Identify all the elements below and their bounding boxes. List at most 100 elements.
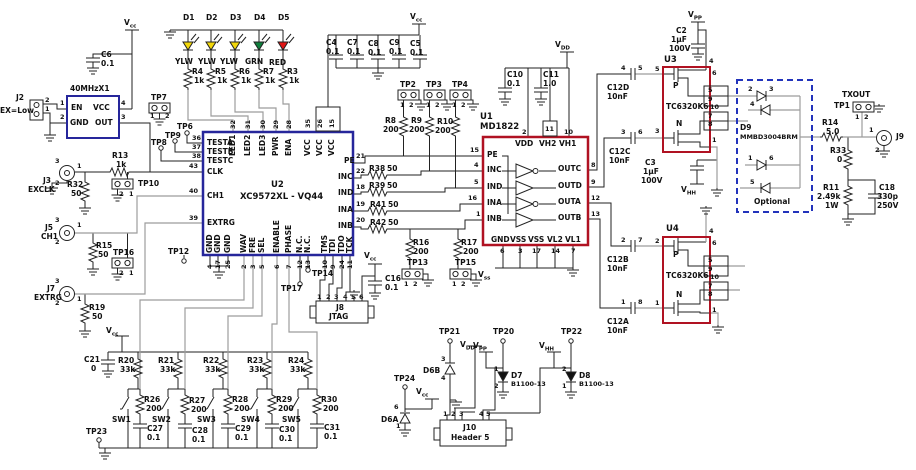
j7-ref: J7 (47, 284, 56, 293)
u4-pin: 1 (655, 299, 660, 307)
r33-ref: R33 (830, 146, 847, 155)
u2-pin-name: VCC (315, 139, 324, 156)
u1-pin-num: 8 (591, 161, 596, 169)
u3-pin: 7 (708, 112, 713, 120)
r16-val: 200 (413, 247, 429, 256)
tp13-pin: 1 (404, 280, 409, 288)
u2-pin-name: LED3 (258, 134, 267, 156)
c18-volt: 250V (877, 201, 899, 210)
j8-pin: 5 (351, 293, 356, 301)
r30-val: 200 (323, 404, 339, 413)
tp10-pin: 2 (119, 190, 124, 198)
vhh-label: VHH (681, 186, 696, 197)
u1-part: MD1822 (480, 122, 520, 132)
u1-pin-name: VH2 (539, 139, 557, 148)
u2-pin-name: PHASE (284, 224, 293, 253)
u2-pin-num: 13 (304, 259, 312, 269)
c12d-pin: 4 (621, 64, 626, 72)
r11-val: 2.49k (817, 192, 841, 201)
r8-val: 200 (383, 125, 399, 134)
u2-pin-name: TDI (328, 238, 337, 253)
tp3-label: TP3 (426, 80, 442, 89)
osc-box (66, 95, 120, 139)
u1-pin-num: 6 (500, 247, 505, 255)
c2-volt: 100V (669, 44, 691, 53)
osc-pin-num: 2 (60, 113, 65, 121)
r9-ref: R9 (411, 116, 422, 125)
tp14-label: TP14 (312, 269, 334, 278)
u3-ref: U3 (664, 55, 677, 65)
vdd-sub: DD (560, 45, 570, 52)
r11-pow: 1W (825, 201, 839, 210)
led-ref: D4 (254, 13, 266, 22)
u2-pin-num: 2 (240, 264, 248, 269)
tp8-label: TP8 (151, 138, 167, 147)
u4-box (662, 236, 711, 324)
tp16-pin: 2 (119, 269, 124, 277)
u2-pin-num: 31 (244, 119, 252, 129)
j7-pin: 2 (55, 299, 60, 307)
u2-pin-num: 35 (304, 118, 312, 128)
tp1-pin: 1 (855, 113, 860, 121)
c8-ref: C8 (368, 39, 379, 48)
sw1-label: SW1 (112, 415, 131, 424)
tp15-label: TP15 (455, 258, 477, 267)
u2-pin-num: 5 (258, 264, 266, 269)
r39-ref: R39 (369, 181, 386, 190)
u1-pin-name: OUTD (558, 181, 582, 190)
u3-box (662, 66, 711, 153)
j7-pin: 1 (77, 295, 82, 303)
u4-ref: U4 (666, 224, 679, 234)
u4-pin: 2 (655, 237, 660, 245)
u1-pin-name: IND (487, 182, 503, 191)
u2-pin-name: TESTC (207, 156, 234, 165)
small-boxes (29, 85, 729, 447)
osc-pin-num: 3 (121, 113, 126, 121)
j10-tab-left (433, 427, 441, 441)
vcc-v: V (410, 12, 416, 21)
r26-val: 200 (146, 404, 162, 413)
c10-val: 0.1 (507, 79, 521, 88)
r27-val: 200 (191, 405, 207, 414)
r7-val: 1k (265, 76, 276, 85)
c28-val: 0.1 (192, 435, 206, 444)
ic-boxes (66, 66, 813, 324)
r6-val: 1k (241, 76, 252, 85)
u1-pin-num: 9 (591, 178, 596, 186)
r32-val: 50 (71, 189, 82, 198)
d6b-pin: 4 (441, 374, 446, 382)
u3-part: TC6320K6 (666, 102, 709, 111)
u2-pin-name: CH1 (207, 191, 224, 200)
u3-n: N (676, 119, 683, 128)
u2-pin-num: 36 (192, 134, 202, 142)
u2-pin-num: 20 (356, 216, 366, 224)
vcc-sub: cc (421, 392, 429, 399)
u1-pin-num: 5 (474, 178, 479, 186)
u2-pin-num: 39 (189, 214, 199, 222)
j7-name: EXTRG (34, 293, 62, 302)
r30-ref: R30 (321, 395, 338, 404)
r28-val: 200 (234, 404, 250, 413)
u2-pin-name: WAV (239, 233, 248, 253)
u2-pin-name: INA (338, 205, 353, 214)
j3-name: EXCLK (28, 185, 55, 194)
r15-val: 50 (98, 250, 109, 259)
tp17-label: TP17 (281, 284, 303, 293)
u2-pin-name: TESTB (207, 147, 234, 156)
u2-pin-name: TESTA (207, 138, 233, 147)
c3-val: 1µF (643, 167, 659, 176)
u2-pin-name: VCC (303, 139, 312, 156)
vpp-sub: PP (693, 15, 702, 22)
r24-ref: R24 (288, 356, 305, 365)
u1-pin-name: VL2 (547, 235, 563, 244)
vdd-v: V (460, 340, 466, 349)
r33-val: 0 (837, 155, 843, 164)
j5-pin: 2 (55, 238, 60, 246)
vcc-v: V (416, 387, 422, 396)
u1-pin-num: 10 (564, 128, 574, 136)
sw2-label: SW2 (152, 415, 171, 424)
vcc-v: V (364, 251, 370, 260)
j8-pin: 3 (334, 293, 339, 301)
led-color: YLW (175, 57, 193, 66)
